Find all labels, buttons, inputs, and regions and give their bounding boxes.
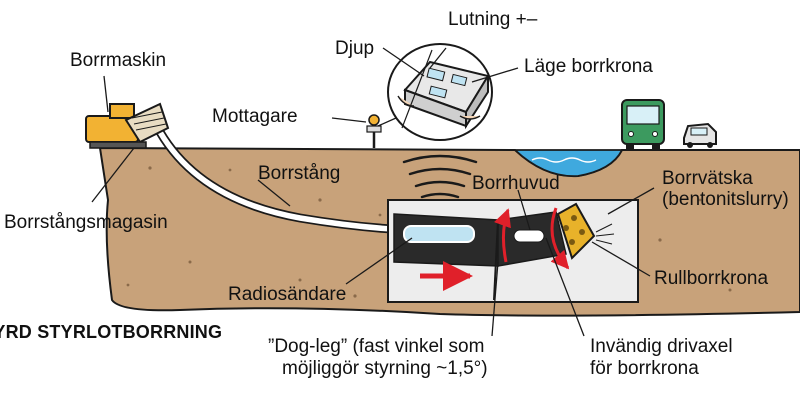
label-lage-borrkrona: Läge borrkrona (524, 56, 653, 77)
steer-arrow-up (494, 208, 511, 263)
label-mottagare: Mottagare (212, 106, 298, 127)
car (683, 122, 717, 148)
label-borrhuvud: Borrhuvud (472, 173, 560, 194)
label-djup: Djup (335, 38, 375, 59)
receiver-operator (366, 114, 382, 148)
label-borrstangsmagasin: Borrstångsmagasin (4, 212, 168, 233)
label-dogleg-2: möjliggör styrning ~1,5°) (282, 358, 488, 379)
soil-specks (126, 166, 732, 302)
pond (512, 149, 624, 177)
drilling-machine (85, 102, 170, 149)
label-borrvatska: Borrvätska (662, 168, 753, 189)
label-bentonit: (bentonitslurry) (662, 189, 789, 210)
diagram-title: STYRD STYRLOTBORRNING (0, 322, 223, 342)
leader-lines (257, 179, 655, 337)
label-borrmaskin: Borrmaskin (70, 50, 167, 71)
label-drivaxel-2: för borrkrona (590, 358, 699, 379)
label-drivaxel-1: Invändig drivaxel (590, 336, 733, 357)
signal-waves (402, 154, 478, 199)
receiver-detail-bubble (387, 43, 493, 141)
bore-detail-panel (387, 199, 639, 303)
label-lutning: Lutning +– (448, 9, 538, 30)
label-borrstang: Borrstång (258, 163, 341, 184)
label-dogleg-1: ”Dog-leg” (fast vinkel som (268, 336, 485, 357)
bus (621, 99, 665, 150)
label-rullborrkrona: Rullborrkrona (654, 268, 769, 289)
roller-cone-bit (556, 202, 596, 260)
label-radiosandare: Radiosändare (228, 284, 347, 305)
radio-sonde (403, 225, 475, 243)
rotation-arrow (550, 207, 570, 270)
